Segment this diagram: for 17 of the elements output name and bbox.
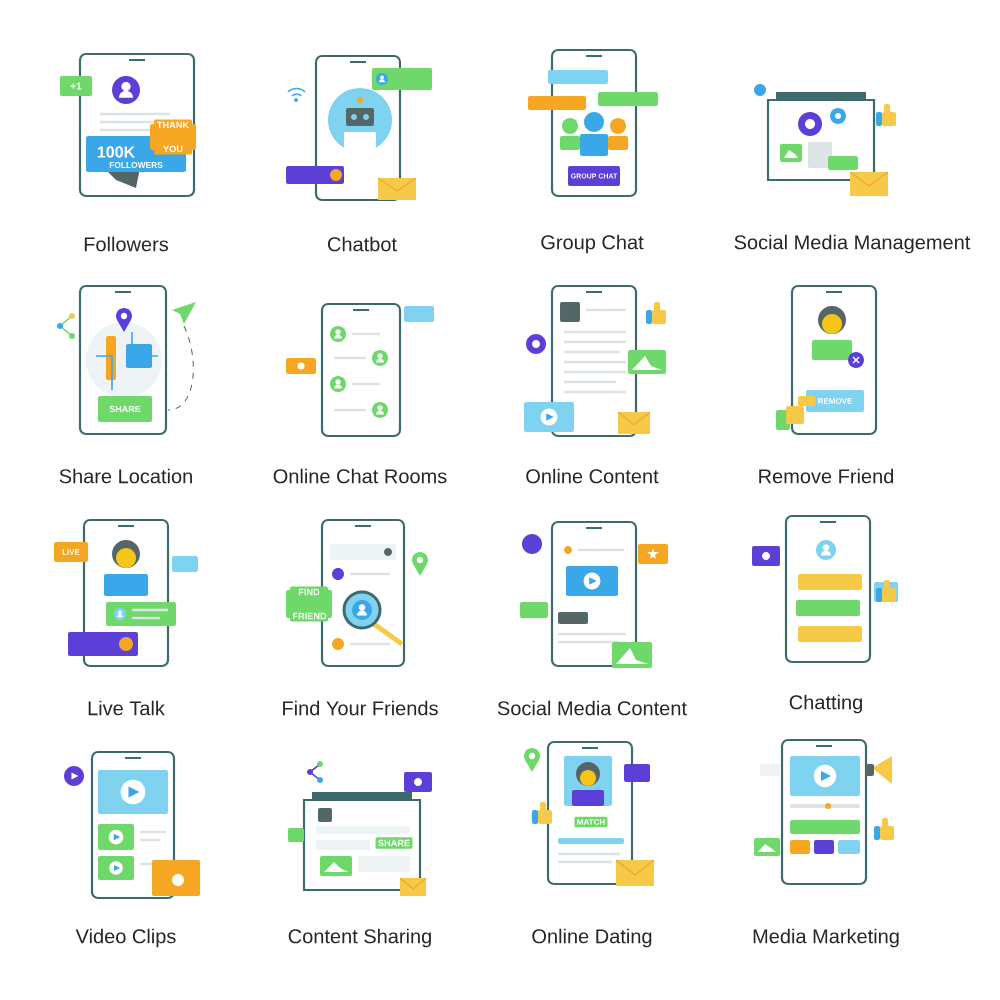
caption: Live Talk <box>88 700 165 716</box>
caption: Online Chat Rooms <box>273 468 447 484</box>
caption: Content Sharing <box>288 928 431 948</box>
caption: Find Your Friends <box>283 700 438 716</box>
caption: Online Content <box>526 468 659 484</box>
caption: Share Location <box>59 468 192 484</box>
caption: Chatting <box>789 694 862 714</box>
caption: Chatbot <box>328 236 397 252</box>
caption: Group Chat <box>541 234 644 254</box>
banner-text: 100K <box>97 146 135 158</box>
caption: Online Dating <box>532 928 652 948</box>
caption: Media Marketing <box>753 928 899 948</box>
caption: Remove Friend <box>759 468 894 484</box>
caption: Social Media Management <box>734 234 971 254</box>
caption: Video Clips <box>75 928 176 948</box>
caption: Social Media Content <box>497 700 687 716</box>
caption: Followers <box>84 236 169 252</box>
